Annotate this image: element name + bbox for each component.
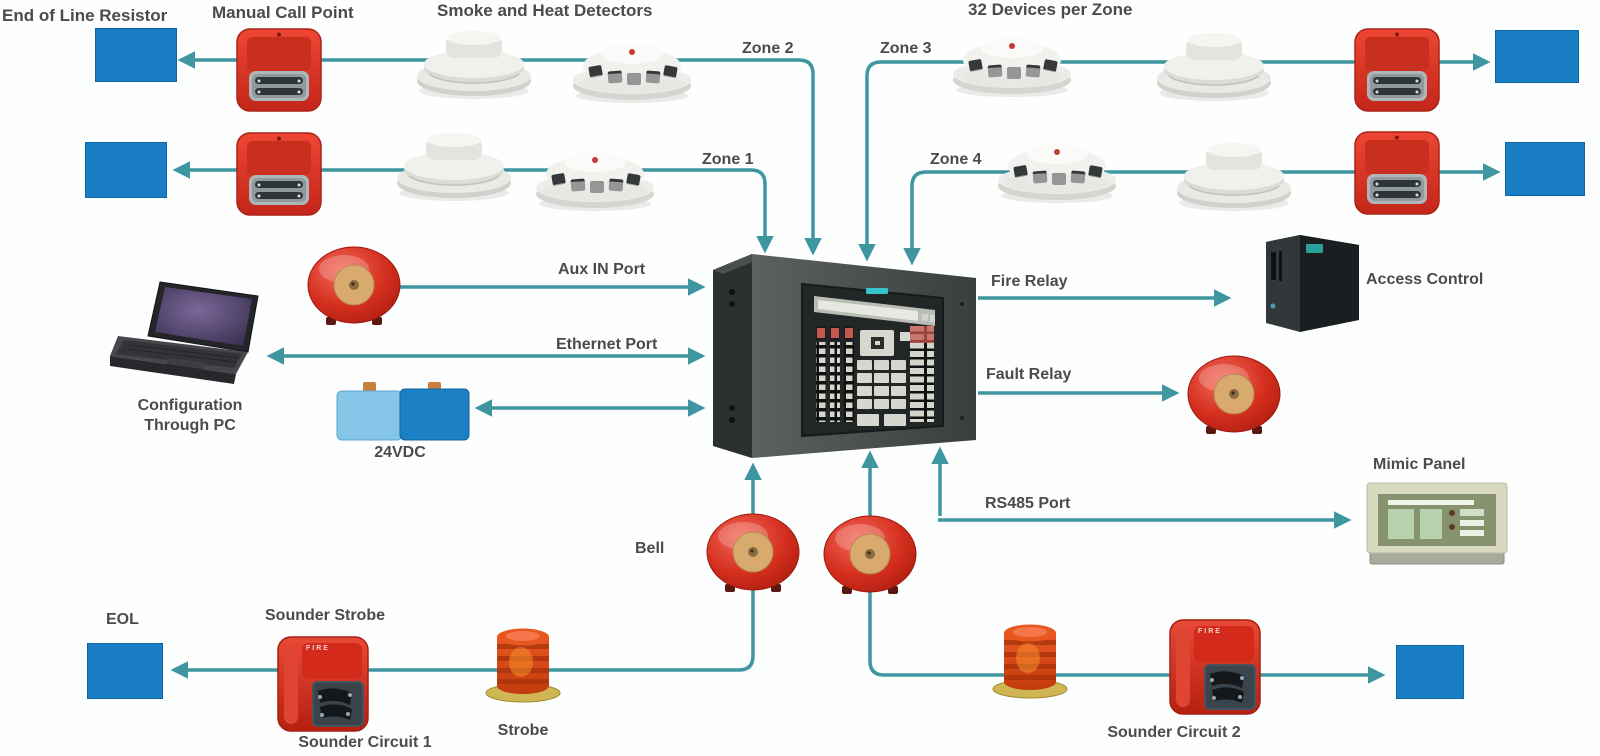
wire-sounder1-line [170,595,755,679]
label-strobe: Strobe [497,722,549,739]
heat-detector-zone1-b [533,138,657,212]
strobe-sounder2 [990,612,1070,700]
wire-zone2-to-panel [420,58,822,256]
smoke-detector-zone4-b [1175,138,1293,212]
wire-zone3-to-panel [858,60,1080,262]
smoke-detector-zone3-b [1155,28,1273,102]
24vdc-batteries [336,382,470,441]
heat-detector-zone2-b [570,30,694,104]
label-fault-relay: Fault Relay [986,366,1072,383]
wire-zone4-to-panel [903,170,1080,266]
label-smoke-heat-detectors: Smoke and Heat Detectors [437,1,653,20]
label-sounder-circuit-2: Sounder Circuit 2 [1107,724,1241,741]
label-zone-4: Zone 4 [930,151,982,168]
sounder2-face-text: FIRE [1198,628,1222,635]
smoke-detector-zone2-a [415,26,533,100]
label-end-of-line-resistor: End of Line Resistor [2,6,168,25]
eol-resistor-top-left-2 [85,142,167,198]
label-configuration-through-pc: Configuration Through PC [138,396,243,436]
eol-resistor-top-left-1 [95,28,177,82]
label-config-line2: Through PC [144,417,236,434]
label-ethernet-port: Ethernet Port [556,336,658,353]
manual-call-point-right-1 [1353,27,1441,113]
heat-detector-zone4-a [995,130,1119,204]
label-fire-relay: Fire Relay [991,273,1068,290]
smoke-detector-zone1-a [395,128,513,202]
manual-call-point-left-2 [235,131,323,217]
label-access-control: Access Control [1366,271,1484,288]
label-manual-call-point: Manual Call Point [212,3,354,22]
label-zone-3: Zone 3 [880,40,932,57]
label-24vdc: 24VDC [374,444,426,461]
heat-detector-zone3-a [950,24,1074,98]
label-eol: EOL [106,611,139,628]
access-control-unit [1266,235,1359,332]
label-rs485-port: RS485 Port [985,495,1071,512]
eol-resistor-top-right-2 [1505,142,1585,196]
sounder1-face-text: FIRE [306,645,330,652]
configuration-laptop [110,281,259,384]
alarm-bell-aux-in [306,245,402,327]
fire-alarm-control-panel [713,254,976,458]
label-aux-in-port: Aux IN Port [558,261,646,278]
wire-sounder2-line [868,598,1386,684]
alarm-bell-sounder1 [705,512,801,594]
alarm-bell-sounder2 [822,514,918,596]
manual-call-point-left-1 [235,27,323,113]
manual-call-point-right-2 [1353,130,1441,216]
eol-resistor-bottom-left [87,643,163,699]
strobe-sounder1 [483,616,563,704]
label-32-devices-per-zone: 32 Devices per Zone [968,0,1133,19]
eol-resistor-top-right-1 [1495,30,1579,83]
label-zone-2: Zone 2 [742,40,794,57]
label-sounder-strobe: Sounder Strobe [264,607,386,624]
eol-resistor-bottom-right [1396,645,1464,699]
label-bell: Bell [635,540,665,557]
wire-zone1-to-panel [420,168,774,254]
mimic-panel [1366,482,1508,565]
label-mimic-panel: Mimic Panel [1373,456,1466,473]
label-config-line1: Configuration [137,397,243,414]
alarm-bell-fault-relay [1186,354,1282,436]
label-sounder-circuit-1: Sounder Circuit 1 [298,734,432,751]
label-zone-1: Zone 1 [702,151,754,168]
